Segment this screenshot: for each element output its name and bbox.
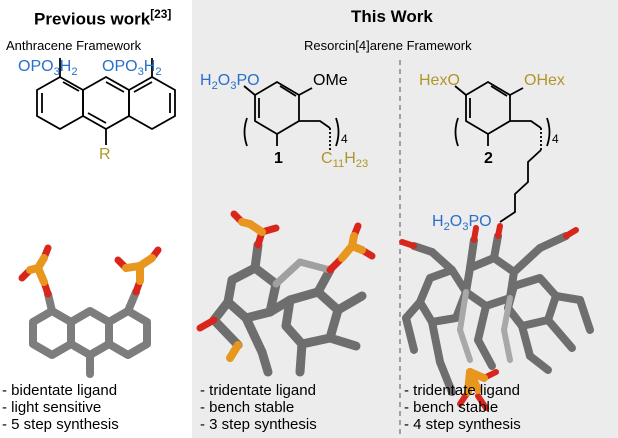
compound-2-hexyloxy-left: HexO <box>419 72 460 89</box>
compound-1-phosphate-group: H2O3PO <box>200 72 260 93</box>
previous-work-title: Previous work[23] <box>34 7 172 29</box>
feature-item: - bidentate ligand <box>2 382 118 399</box>
anthracene-3d-model <box>18 244 162 378</box>
compound-2-hexyloxy-right: OHex <box>524 72 565 89</box>
compound-1-alkyl-chain: C11H23 <box>321 150 369 171</box>
feature-item: - tridentate ligand <box>200 382 316 399</box>
previous-work-subtitle: Anthracene Framework <box>6 38 142 53</box>
feature-item: - 3 step synthesis <box>200 416 317 433</box>
previous-work-features: - bidentate ligand - light sensitive - 5… <box>2 382 119 433</box>
compound-1-features: - tridentate ligand - bench stable - 3 s… <box>200 382 317 433</box>
anthracene-structure <box>36 58 176 145</box>
compound-2-phosphate-anchor: H2O3PO <box>432 213 492 234</box>
feature-item: - 4 step synthesis <box>404 416 521 433</box>
feature-item: - bench stable <box>200 399 295 416</box>
feature-item: - light sensitive <box>2 399 102 416</box>
r-group-label: R <box>99 146 111 163</box>
compound-1-number: 1 <box>274 150 283 167</box>
compound-1-methoxy-group: OMe <box>313 72 348 89</box>
compound-2-structure <box>454 80 551 223</box>
compound-2-features: - tridentate ligand - bench stable - 4 s… <box>404 382 521 433</box>
right-phosphate-group: OPO3H2 <box>102 58 162 79</box>
compound-2-repeat-count: 4 <box>552 132 559 146</box>
compound-1-3d-model <box>196 210 376 377</box>
compound-2-number: 2 <box>484 150 493 167</box>
compound-2-3d-model <box>399 223 594 411</box>
feature-item: - bench stable <box>404 399 499 416</box>
feature-item: - 5 step synthesis <box>2 416 119 433</box>
compound-1-repeat-count: 4 <box>341 132 348 146</box>
this-work-title: This Work <box>351 7 433 26</box>
feature-item: - tridentate ligand <box>404 382 520 399</box>
compound-1-structure <box>243 80 340 150</box>
left-phosphate-group: OPO3H2 <box>18 58 78 79</box>
this-work-subtitle: Resorcin[4]arene Framework <box>304 38 472 53</box>
